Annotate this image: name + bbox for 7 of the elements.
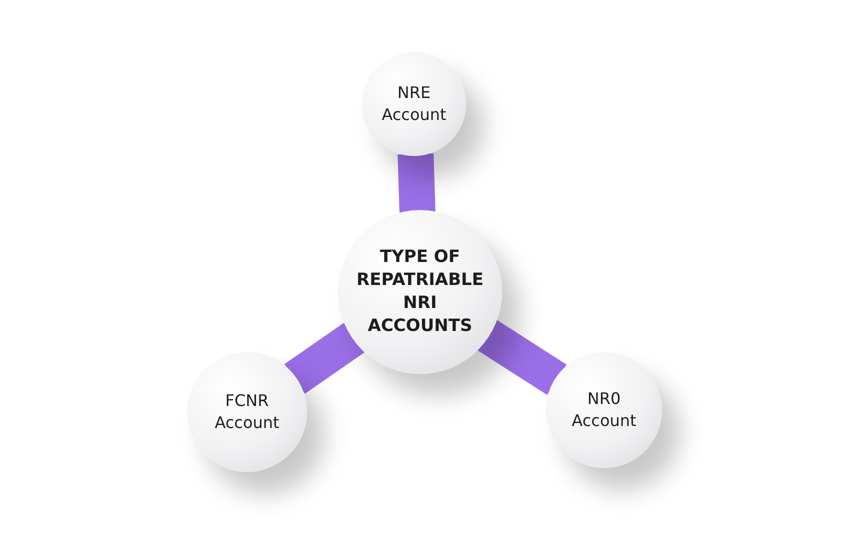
circle-label: NR0 Account <box>570 388 638 432</box>
circle-label: TYPE OF REPATRIABLE NRI ACCOUNTS <box>355 246 484 338</box>
circle-label: FCNR Account <box>214 390 280 434</box>
circle-label: NRE Account <box>380 82 448 126</box>
connector-band <box>478 320 567 395</box>
connector-band <box>398 153 436 213</box>
connector-band <box>284 322 365 394</box>
